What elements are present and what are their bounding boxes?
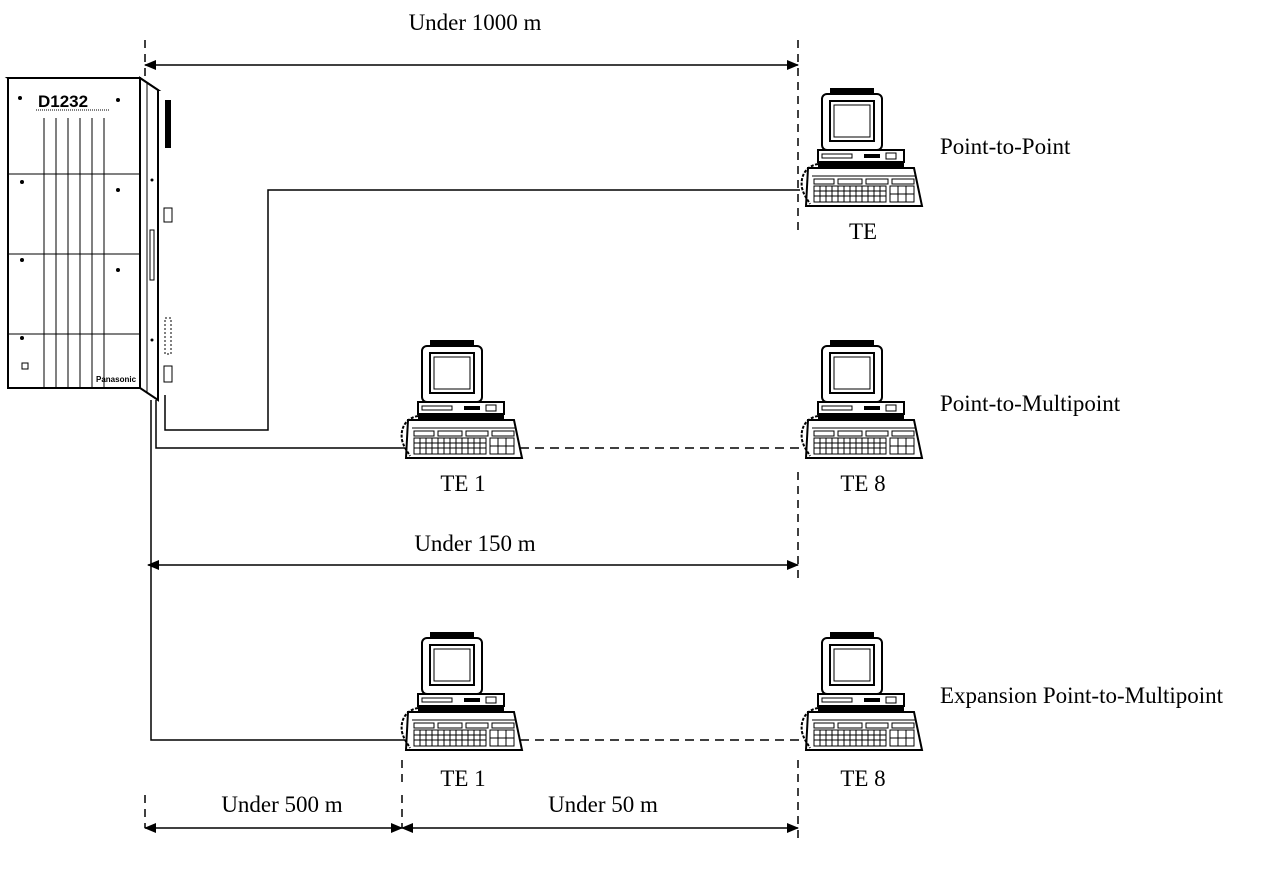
config-label-expansion: Expansion Point-to-Multipoint bbox=[940, 683, 1224, 708]
terminal-label-te1: TE 1 bbox=[440, 471, 486, 496]
distance-label-50: Under 50 m bbox=[548, 792, 658, 817]
distance-label-500: Under 500 m bbox=[221, 792, 343, 817]
terminal-label-te8: TE 8 bbox=[840, 766, 886, 791]
terminal-label-te: TE bbox=[848, 219, 878, 244]
terminal-label-te1: TE 1 bbox=[440, 766, 486, 791]
config-label-point-to-point: Point-to-Point bbox=[940, 134, 1071, 159]
bus-extensions bbox=[520, 447, 800, 741]
distance-arrows bbox=[144, 60, 799, 833]
pbx-cabinet-icon bbox=[4, 76, 173, 402]
pbx-brand-label: Panasonic bbox=[96, 375, 137, 384]
terminal-label-te8: TE 8 bbox=[840, 471, 886, 496]
pbx-model-label: D1232 bbox=[38, 92, 88, 111]
terminal-icon bbox=[400, 339, 523, 459]
distance-label-150: Under 150 m bbox=[414, 531, 536, 556]
terminal-icon bbox=[800, 339, 923, 459]
distance-label-1000: Under 1000 m bbox=[408, 10, 542, 35]
cables bbox=[150, 189, 800, 741]
terminal-icon bbox=[800, 631, 923, 751]
terminal-icon bbox=[400, 631, 523, 751]
config-label-point-to-multipoint: Point-to-Multipoint bbox=[940, 391, 1121, 416]
terminal-icon bbox=[800, 87, 923, 207]
